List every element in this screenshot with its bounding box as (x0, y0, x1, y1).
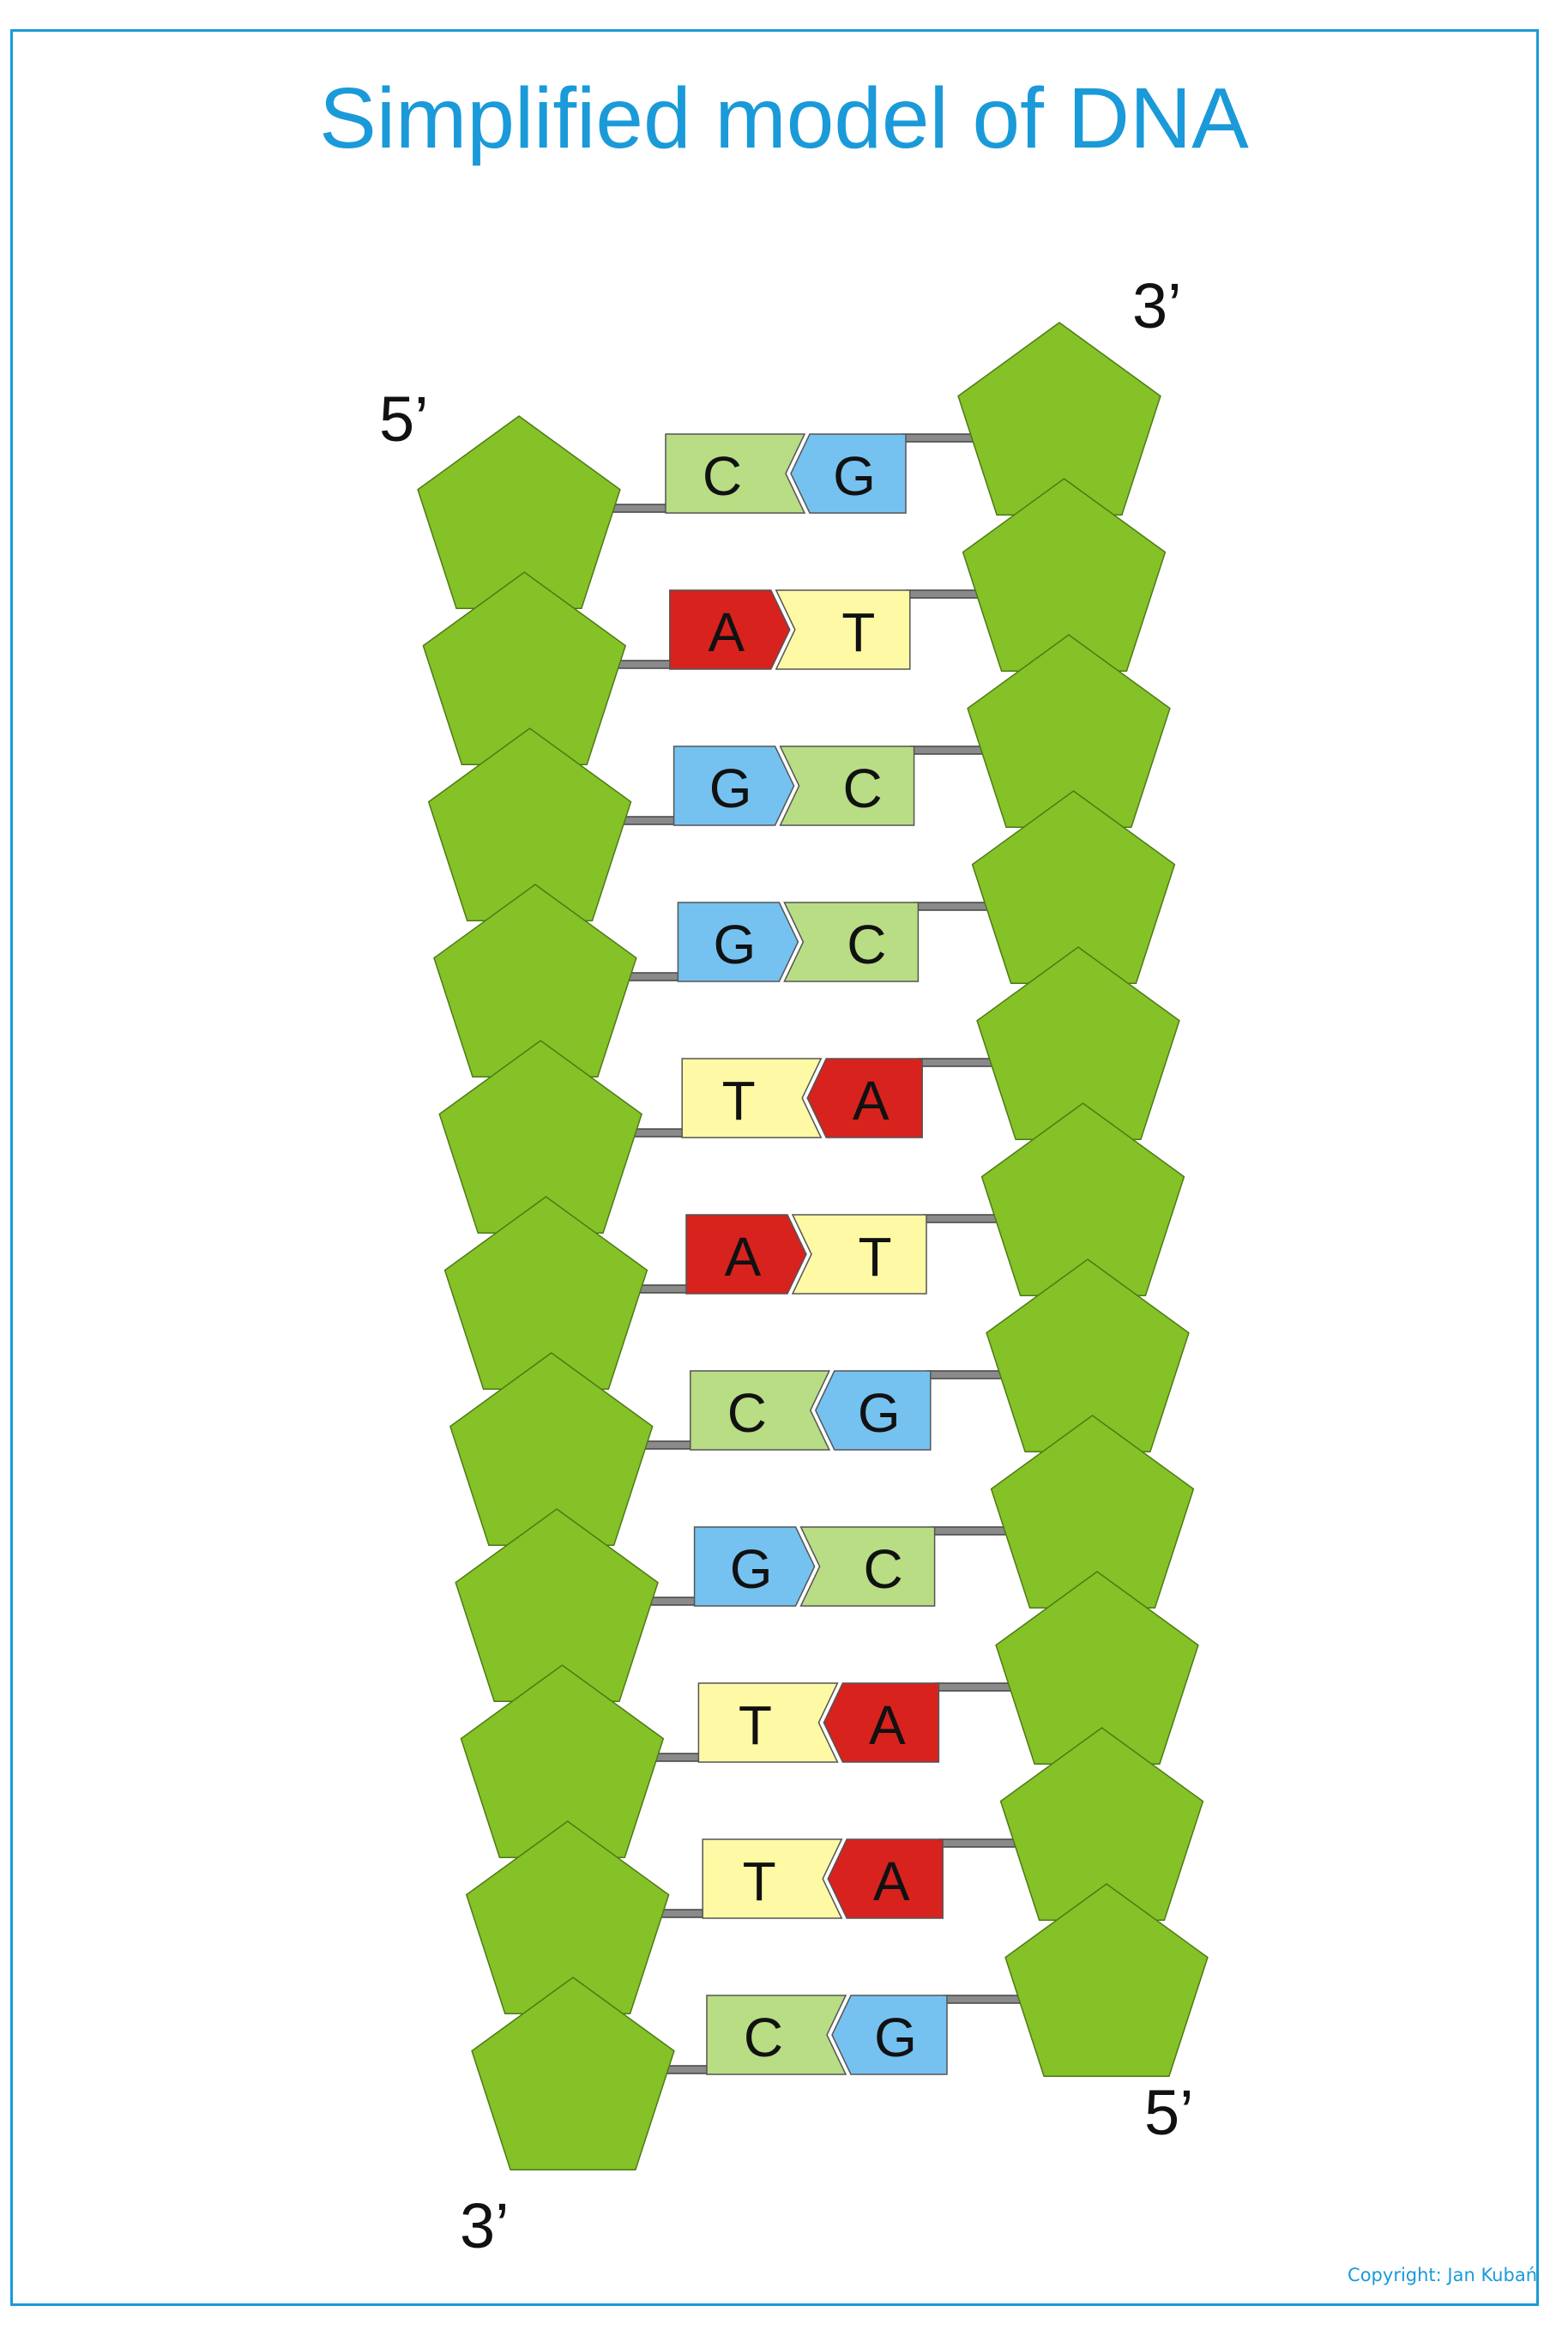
sugar-pentagon-right (1004, 1883, 1209, 2078)
base-left-letter: G (709, 758, 752, 819)
base-right-letter: G (874, 2007, 917, 2068)
base-left-shape (685, 1214, 807, 1295)
base-right-shape (823, 1682, 940, 1763)
base-right-letter: T (841, 601, 875, 663)
base-left-letter: C (703, 445, 742, 507)
base-left-letter: C (727, 1382, 767, 1444)
base-right-letter: A (869, 1694, 906, 1756)
backbone-bond-right (914, 902, 998, 911)
base-left-shape (665, 433, 806, 514)
base-right-shape (814, 1370, 932, 1451)
base-right-letter: C (847, 914, 886, 975)
base-right-letter: G (858, 1382, 901, 1444)
page-frame (10, 29, 1539, 2306)
base-right-shape (806, 1058, 923, 1138)
strand-end-label-top-right: 3’ (1132, 270, 1182, 341)
base-right-letter: A (853, 1070, 890, 1132)
base-right-letter: T (858, 1226, 891, 1288)
backbone-bond-right (930, 1526, 1016, 1536)
strand-end-label-top-left: 5’ (379, 383, 429, 455)
base-left-shape (690, 1370, 830, 1451)
base-left-shape (669, 589, 791, 670)
base-right-letter: A (873, 1850, 910, 1912)
base-right-letter: C (863, 1538, 902, 1600)
copyright-note: Copyright: Jan Kubań (1348, 2265, 1537, 2285)
base-left-shape (706, 1995, 847, 2075)
base-right-shape (779, 745, 915, 826)
base-left-letter: T (722, 1070, 756, 1132)
base-left-letter: A (708, 601, 745, 663)
backbone-bond-right (909, 745, 992, 755)
base-right-shape (791, 1214, 927, 1295)
page-title: Simplified model of DNA (319, 70, 1249, 166)
base-left-letter: G (714, 914, 757, 975)
base-left-shape (693, 1526, 816, 1607)
backbone-bond-right (902, 433, 983, 443)
base-left-shape (677, 902, 799, 982)
base-right-shape (775, 589, 911, 670)
base-left-letter: A (725, 1226, 762, 1288)
base-left-letter: C (744, 2007, 783, 2068)
base-right-letter: G (833, 445, 876, 507)
base-right-shape (790, 433, 907, 514)
backbone-bond-right (922, 1214, 1007, 1223)
base-left-letter: T (739, 1694, 772, 1756)
sugar-pentagon-left (471, 1977, 675, 2171)
base-right-letter: C (842, 758, 882, 819)
base-right-shape (799, 1526, 936, 1607)
base-left-letter: T (743, 1850, 776, 1912)
base-right-shape (831, 1995, 948, 2075)
backbone-bond-right (943, 1995, 1030, 2004)
base-left-shape (702, 1838, 843, 1919)
backbone-bond-right (906, 589, 988, 599)
backbone-bond-right (934, 1682, 1021, 1692)
base-right-shape (783, 902, 920, 982)
base-left-letter: G (730, 1538, 773, 1600)
base-left-shape (681, 1058, 823, 1138)
base-right-shape (827, 1838, 944, 1919)
strand-end-label-bottom-right: 5’ (1144, 2077, 1194, 2148)
backbone-bond-right (926, 1370, 1011, 1379)
backbone-bond-right (938, 1838, 1026, 1848)
strand-end-label-bottom-left: 3’ (460, 2190, 510, 2261)
backbone-bond-right (918, 1058, 1002, 1067)
base-left-shape (697, 1682, 839, 1763)
base-left-shape (672, 745, 795, 826)
